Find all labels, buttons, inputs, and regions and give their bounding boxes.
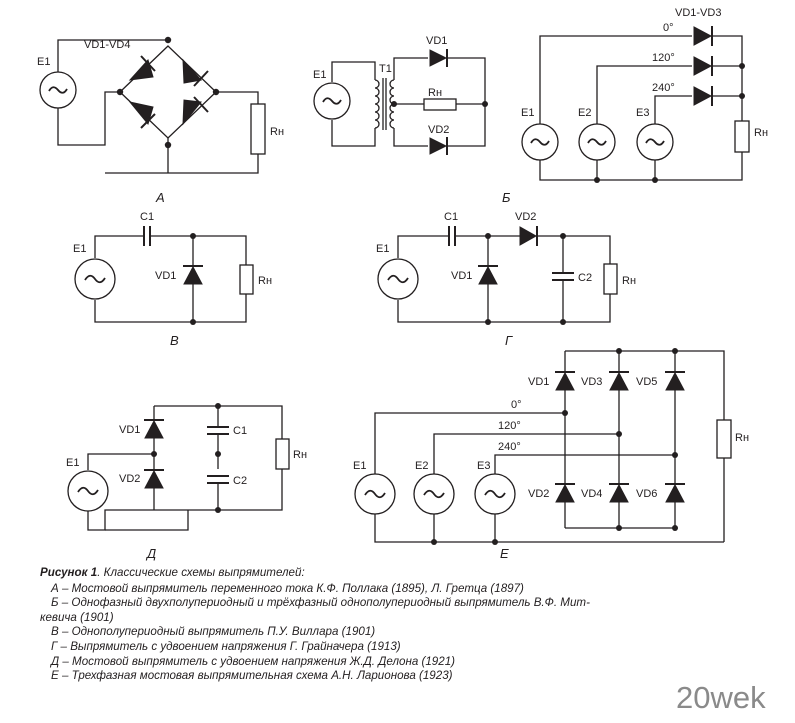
label-phase-120: 120° bbox=[498, 420, 521, 432]
panel-label-g: Г bbox=[505, 333, 513, 348]
label-vd1: VD1 bbox=[528, 376, 549, 388]
label-phase-0: 0° bbox=[511, 399, 522, 411]
circuit-three-phase-half-wave: E1 E2 E3 VD1-VD3 0° 120° 240° Rн bbox=[521, 7, 768, 183]
label-c1: C1 bbox=[444, 211, 458, 223]
label-rn: Rн bbox=[428, 87, 442, 99]
circuit-b: E1 T1 VD1 Rн VD2 Б bbox=[313, 35, 511, 205]
label-vd2: VD2 bbox=[528, 488, 549, 500]
label-vd2: VD2 bbox=[428, 124, 449, 136]
label-c1: C1 bbox=[233, 425, 247, 437]
label-vd1-vd3: VD1-VD3 bbox=[675, 7, 721, 19]
label-e2: E2 bbox=[415, 460, 428, 472]
label-e1: E1 bbox=[73, 243, 86, 255]
label-vd1: VD1 bbox=[426, 35, 447, 47]
label-rn: Rн bbox=[622, 275, 636, 287]
label-e2: E2 bbox=[578, 107, 591, 119]
label-phase-120: 120° bbox=[652, 52, 675, 64]
circuit-e: E1 E2 E3 0° 120° 240° VD1 VD3 VD5 VD2 VD… bbox=[353, 348, 749, 561]
label-e1: E1 bbox=[353, 460, 366, 472]
label-e1: E1 bbox=[521, 107, 534, 119]
label-c1: C1 bbox=[140, 211, 154, 223]
label-vd2: VD2 bbox=[515, 211, 536, 223]
label-e1: E1 bbox=[313, 69, 326, 81]
label-rn: Rн bbox=[258, 275, 272, 287]
watermark: 20wek bbox=[676, 680, 766, 715]
label-t1: T1 bbox=[379, 63, 392, 75]
caption-item: Е – Трехфазная мостовая выпрямительная с… bbox=[51, 669, 453, 683]
caption-item: А – Мостовой выпрямитель переменного ток… bbox=[51, 581, 524, 595]
panel-label-d: Д bbox=[145, 546, 156, 561]
label-vd1: VD1 bbox=[119, 424, 140, 436]
panel-label-b: Б bbox=[502, 190, 511, 205]
label-phase-240: 240° bbox=[498, 441, 521, 453]
label-phase-0: 0° bbox=[663, 22, 674, 34]
label-vd1-vd4: VD1-VD4 bbox=[84, 39, 130, 51]
label-e3: E3 bbox=[636, 107, 649, 119]
circuit-d: E1 VD1 VD2 C1 C2 Rн Д bbox=[66, 403, 307, 561]
panel-label-e: Е bbox=[500, 546, 509, 561]
label-e1: E1 bbox=[376, 243, 389, 255]
label-vd4: VD4 bbox=[581, 488, 602, 500]
circuit-v: E1 C1 VD1 Rн В bbox=[73, 211, 272, 348]
label-vd1: VD1 bbox=[451, 270, 472, 282]
caption-item: кевича (1901) bbox=[40, 610, 114, 624]
label-rn: Rн bbox=[293, 449, 307, 461]
label-rn: Rн bbox=[754, 127, 768, 139]
label-rn: Rн bbox=[270, 126, 284, 138]
label-c2: C2 bbox=[233, 475, 247, 487]
label-e1: E1 bbox=[37, 56, 50, 68]
caption-title-bold: Рисунок 1 bbox=[40, 566, 98, 579]
label-vd1: VD1 bbox=[155, 270, 176, 282]
label-vd5: VD5 bbox=[636, 376, 657, 388]
panel-label-a: А bbox=[155, 190, 165, 205]
caption-item: Д – Мостовой выпрямитель с удвоением нап… bbox=[51, 654, 456, 668]
label-rn: Rн bbox=[735, 432, 749, 444]
label-e1: E1 bbox=[66, 457, 79, 469]
label-phase-240: 240° bbox=[652, 82, 675, 94]
panel-label-v: В bbox=[170, 333, 179, 348]
label-e3: E3 bbox=[477, 460, 490, 472]
label-vd2: VD2 bbox=[119, 473, 140, 485]
circuit-a: E1 VD1-VD4 Rн А bbox=[37, 36, 284, 205]
caption-item: Г – Выпрямитель с удвоением напряжения Г… bbox=[51, 639, 401, 653]
figure-caption: Рисунок 1. Классические схемы выпрямител… bbox=[40, 566, 780, 684]
caption-item: Б – Однофазный двухполупериодный и трёхф… bbox=[51, 596, 590, 610]
caption-title-text: . Классические схемы выпрямителей: bbox=[97, 566, 305, 579]
caption-title: Рисунок 1. Классические схемы выпрямител… bbox=[40, 566, 780, 581]
circuit-g: E1 C1 VD2 VD1 C2 Rн Г bbox=[376, 211, 636, 348]
label-c2: C2 bbox=[578, 272, 592, 284]
label-vd6: VD6 bbox=[636, 488, 657, 500]
label-vd3: VD3 bbox=[581, 376, 602, 388]
caption-item: В – Однополупериодный выпрямитель П.У. В… bbox=[51, 625, 376, 639]
